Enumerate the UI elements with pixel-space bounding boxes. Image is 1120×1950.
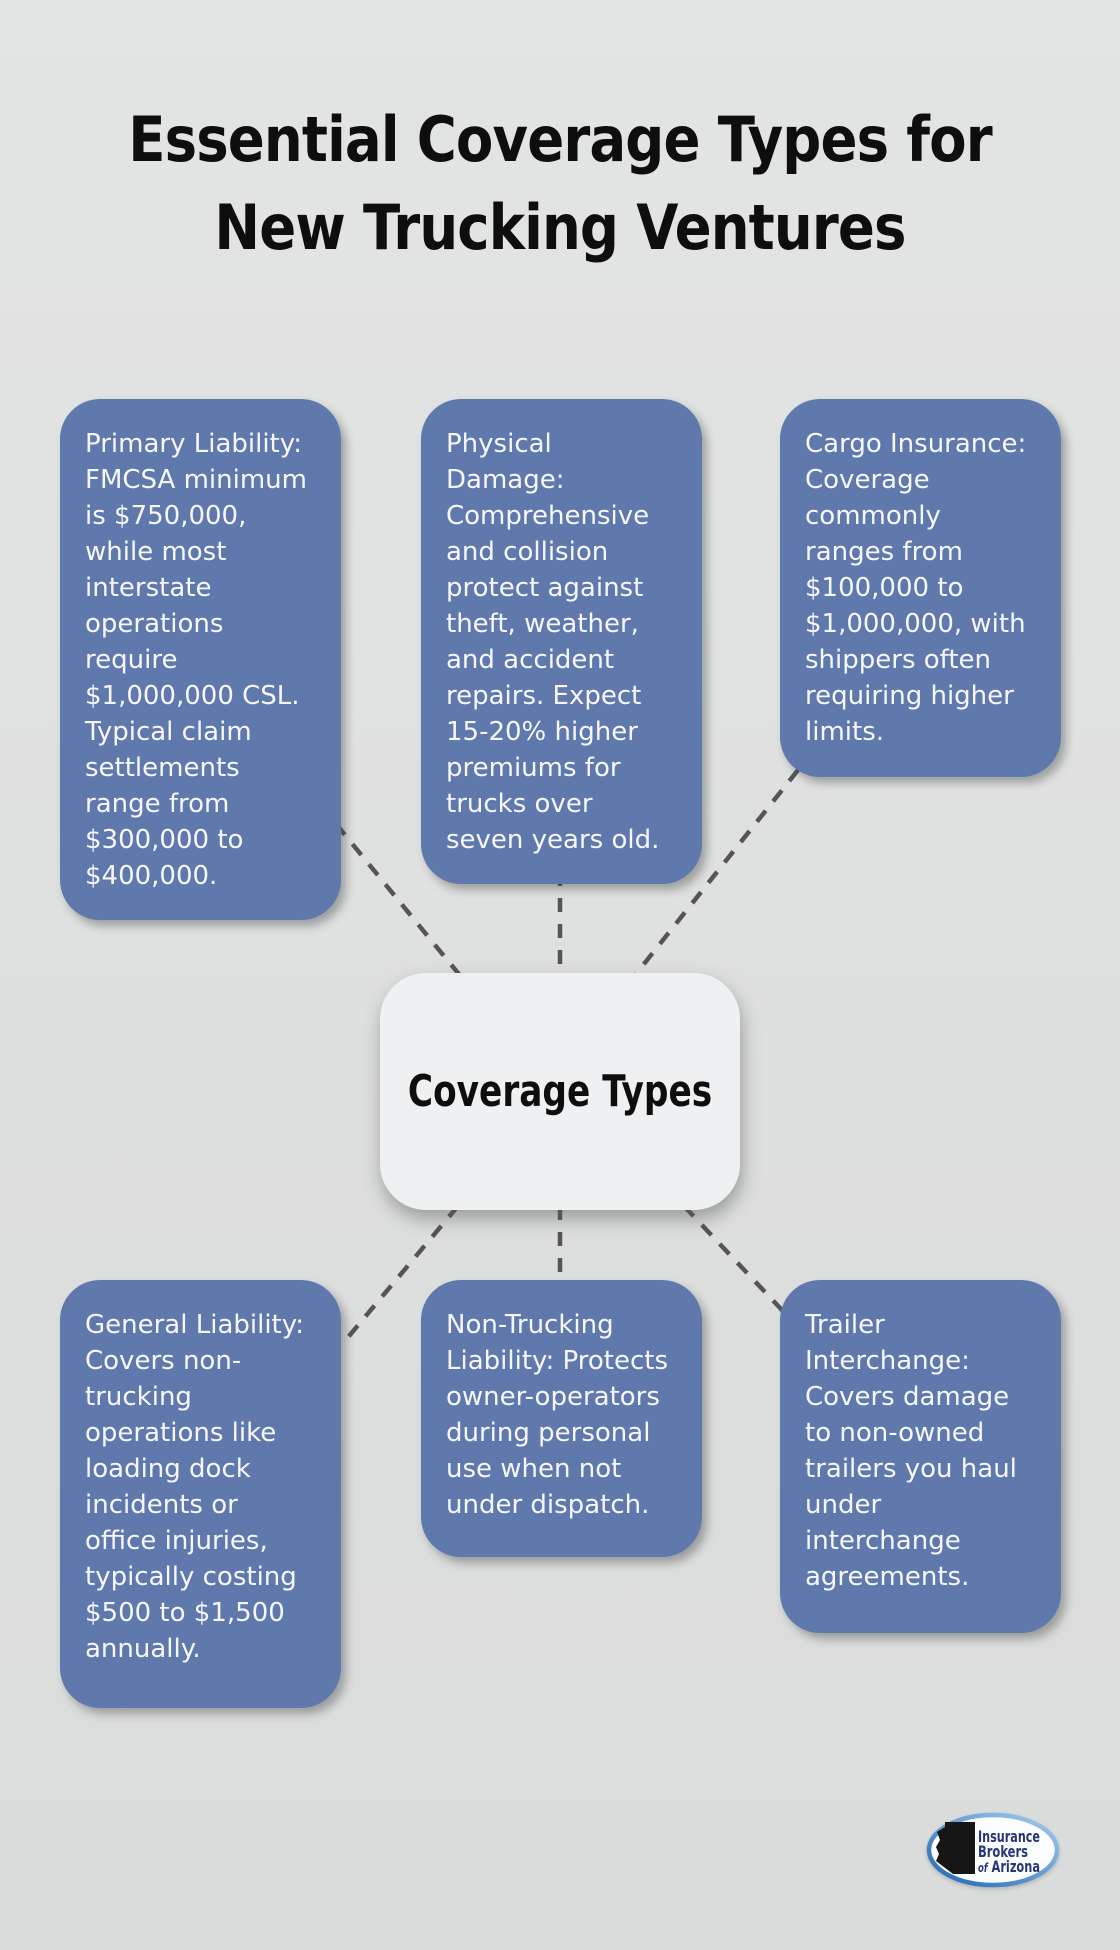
connector-general-liability [342,1204,460,1344]
logo-text-of-arizona: of Arizona [978,1857,1040,1876]
center-node: Coverage Types [380,973,740,1210]
node-cargo-insurance: Cargo Insurance: Coverage commonly range… [780,399,1061,777]
node-text-non-trucking-liability: Non-Trucking Liability: Protects owner-o… [446,1310,669,1520]
title-line-1: Essential Coverage Types for [128,103,992,176]
connector-primary-liability [334,822,464,980]
insurance-brokers-of-arizona-logo: Insurance Brokers of Arizona [926,1812,1060,1888]
page-title: Essential Coverage Types for New Truckin… [67,96,1053,272]
node-text-trailer-interchange: Trailer Interchange: Covers damage to no… [805,1310,1017,1592]
title-line-2: New Trucking Ventures [214,191,906,264]
logo-text-brokers: Brokers [978,1842,1028,1861]
node-text-cargo-insurance: Cargo Insurance: Coverage commonly range… [805,429,1027,747]
node-text-physical-damage: Physical Damage: Comprehensive and colli… [446,429,660,855]
node-primary-liability: Primary Liability: FMCSA minimum is $750… [60,399,341,920]
node-general-liability: General Liability: Covers non-trucking o… [60,1280,341,1708]
logo-text-arizona: Arizona [992,1857,1040,1876]
node-non-trucking-liability: Non-Trucking Liability: Protects owner-o… [421,1280,702,1557]
node-text-primary-liability: Primary Liability: FMCSA minimum is $750… [85,429,307,891]
logo-text-insurance: Insurance [978,1827,1040,1846]
node-trailer-interchange: Trailer Interchange: Covers damage to no… [780,1280,1061,1633]
arizona-state-icon [936,1822,975,1874]
connector-cargo-insurance [634,768,800,976]
node-text-general-liability: General Liability: Covers non-trucking o… [85,1310,304,1664]
connector-trailer-interchange [682,1204,799,1328]
logo-text-of: of [978,1861,989,1875]
center-node-label: Coverage Types [407,1066,713,1117]
node-physical-damage: Physical Damage: Comprehensive and colli… [421,399,702,884]
